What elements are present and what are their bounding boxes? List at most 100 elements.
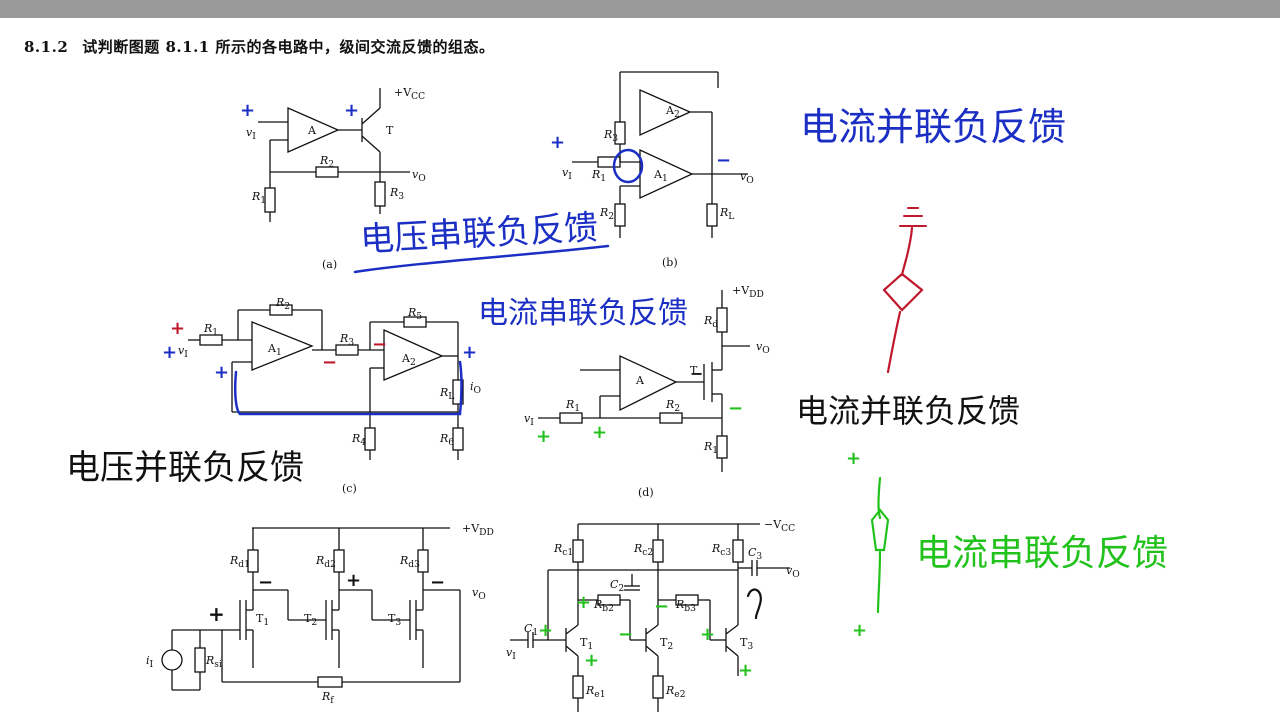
label-r1-a: R1 <box>252 190 267 207</box>
label-rsi-e: Rsi <box>206 654 222 671</box>
label-vi-a: vI <box>246 126 256 143</box>
label-r5-c: R5 <box>408 306 423 323</box>
caption-c: (c) <box>342 482 357 495</box>
label-rc3-f: Rc3 <box>712 542 732 559</box>
label-c1-f: C1 <box>524 622 539 639</box>
label-a2-b: A2 <box>666 104 680 121</box>
annotation-e: 电流串联负反馈 <box>916 533 1169 574</box>
label-rc2-f: Rc2 <box>634 542 654 559</box>
label-t3-e: T3 <box>388 612 402 629</box>
label-vdd-d: +VDD <box>732 284 764 301</box>
label-rb2-f: Rb2 <box>594 598 614 615</box>
label-r1-d: R1 <box>566 398 581 415</box>
problem-text: 试判断图题 8.1.1 所示的各电路中，级间交流反馈的组态。 <box>82 38 495 56</box>
polarity-mark: + <box>170 318 186 339</box>
label-vo-d: vO <box>756 340 770 357</box>
label-r2-c: R2 <box>276 296 291 313</box>
polarity-mark: + <box>576 592 592 613</box>
label-vo-a: vO <box>412 168 426 185</box>
label-t2-f: T2 <box>660 636 674 653</box>
annotation-c: 电压并联负反馈 <box>66 448 304 488</box>
red-ground-sketch <box>899 207 927 227</box>
polarity-mark: − <box>654 596 670 617</box>
circuit-c <box>188 304 464 460</box>
label-vcc-a: +VCC <box>394 86 426 103</box>
polarity-mark: + <box>538 620 554 641</box>
label-r3-c: R3 <box>340 332 355 349</box>
label-r2-d: R2 <box>666 398 681 415</box>
polarity-mark: − <box>716 150 732 171</box>
label-t-d: T <box>690 364 698 377</box>
label-neg-vcc-f: −VCC <box>764 518 796 535</box>
label-re1-f: Re1 <box>586 684 606 701</box>
polarity-mark: + <box>162 342 178 363</box>
label-a2-c: A2 <box>402 352 416 369</box>
polarity-mark: − <box>258 572 274 593</box>
annotation-c-top: 电流串联负反馈 <box>478 296 688 331</box>
circuit-d <box>538 290 750 472</box>
label-amp-a: A <box>308 124 316 137</box>
polarity-mark: − <box>728 398 744 419</box>
caption-a: (a) <box>322 258 338 271</box>
label-a1-b: A1 <box>654 168 668 185</box>
problem-statement: 8.1.2 试判断图题 8.1.1 所示的各电路中，级间交流反馈的组态。 <box>24 36 494 57</box>
node-circle-stroke <box>612 148 644 184</box>
label-vdd-e: +VDD <box>462 522 494 539</box>
polarity-mark: + <box>240 100 256 121</box>
label-c2-f: C2 <box>610 578 625 595</box>
top-bar <box>0 0 1280 18</box>
label-vo-e: vO <box>472 586 486 603</box>
label-vi-d: vI <box>524 412 534 429</box>
label-rl-c: RL <box>440 386 455 403</box>
circuit-f <box>510 523 790 712</box>
label-rd3-e: Rd3 <box>400 554 420 571</box>
label-vi-f: vI <box>506 646 516 663</box>
caption-b: (b) <box>662 256 678 269</box>
label-a1-c: A1 <box>268 342 282 359</box>
label-vi-b: vI <box>562 166 572 183</box>
label-rf-e: Rf <box>322 690 334 707</box>
polarity-mark: + <box>584 650 600 671</box>
polarity-mark: + <box>738 660 754 681</box>
label-c3-f: C3 <box>748 546 763 563</box>
label-t3-f: T3 <box>740 636 754 653</box>
label-t1-e: T1 <box>256 612 270 629</box>
problem-number: 8.1.2 <box>24 38 69 56</box>
label-rd-d: Rd <box>704 314 719 331</box>
caption-d: (d) <box>638 486 654 499</box>
annotation-d: 电流并联负反馈 <box>796 392 1021 430</box>
polarity-mark: + <box>592 422 608 443</box>
polarity-mark: + <box>852 620 868 641</box>
label-re2-f: Re2 <box>666 684 686 701</box>
green-current-sketch <box>870 476 890 614</box>
label-t2-e: T2 <box>304 612 318 629</box>
label-rd1-e: Rd1 <box>230 554 250 571</box>
label-rb3-f: Rb3 <box>676 598 696 615</box>
label-r1-c: R1 <box>204 322 219 339</box>
polarity-mark: + <box>344 100 360 121</box>
label-vi-c: vI <box>178 344 188 361</box>
label-vo-b: vO <box>740 170 754 187</box>
polarity-mark: + <box>846 448 862 469</box>
polarity-mark: + <box>700 624 716 645</box>
label-rl-b: RL <box>720 206 735 223</box>
label-amp-d: A <box>636 374 644 387</box>
annotation-b: 电流并联负反馈 <box>800 105 1067 149</box>
label-r3-b: R3 <box>604 128 619 145</box>
label-rc1-f: Rc1 <box>554 542 574 559</box>
label-r1b-d: R1 <box>704 440 719 457</box>
red-current-sketch <box>882 226 924 374</box>
circuit-b <box>572 71 748 238</box>
polarity-mark: + <box>550 132 566 153</box>
circuit-a <box>258 88 410 222</box>
underline-stroke <box>353 244 610 274</box>
polarity-mark: + <box>462 342 478 363</box>
polarity-mark: − <box>430 572 446 593</box>
label-t-a: T <box>386 124 394 137</box>
label-r4-c: R4 <box>352 432 367 449</box>
polarity-mark: + <box>346 570 362 591</box>
label-r1-b: R1 <box>592 168 607 185</box>
circuit-e <box>161 527 461 691</box>
